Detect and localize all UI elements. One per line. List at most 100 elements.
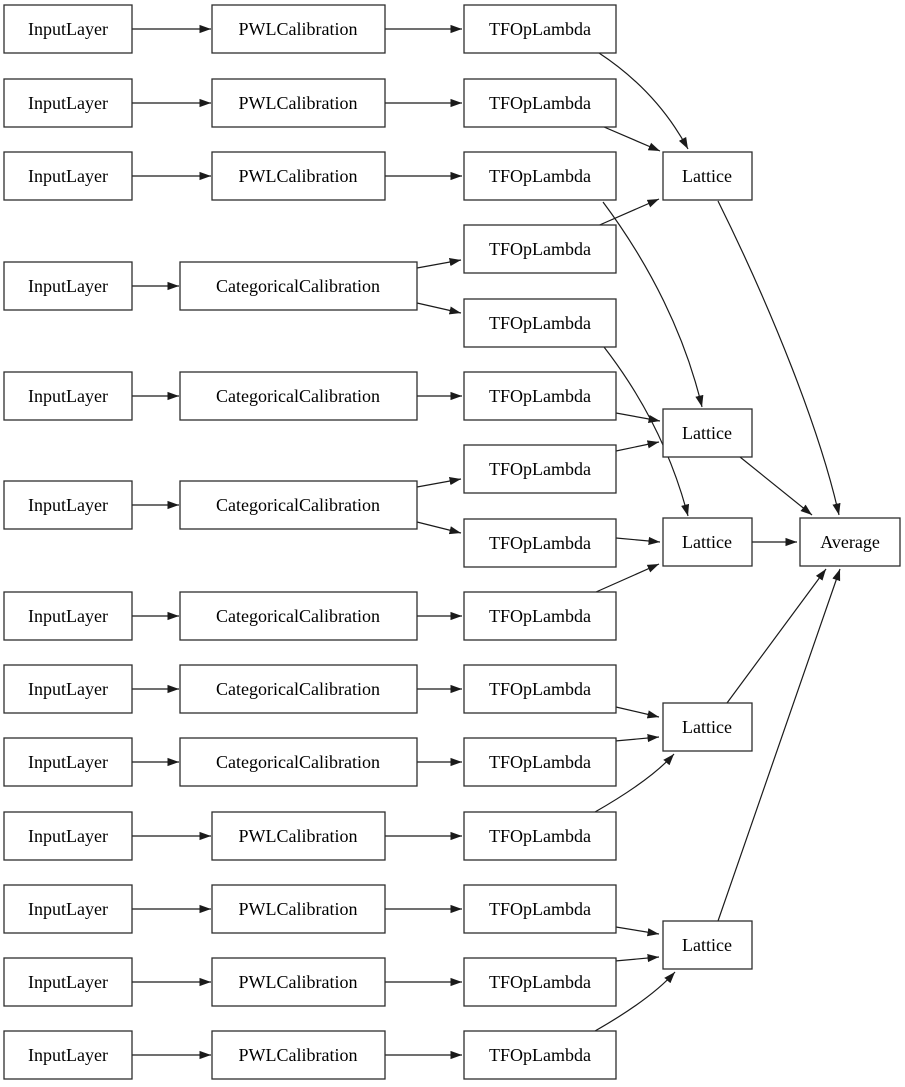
node-lattice-1: Lattice [662,151,753,201]
node-tfoplambda-4: TFOpLambda [463,224,617,274]
svg-text:TFOpLambda: TFOpLambda [489,386,591,406]
svg-text:InputLayer: InputLayer [28,972,108,992]
node-inputlayer-12: InputLayer [3,957,133,1007]
node-inputlayer-5: InputLayer [3,371,133,421]
node-inputlayer-10: InputLayer [3,811,133,861]
svg-text:Lattice: Lattice [682,166,732,186]
edge-lattice2-average [739,456,813,516]
node-pwlcalibration-5: PWLCalibration [211,884,386,934]
node-lattice-4: Lattice [662,702,753,752]
svg-text:InputLayer: InputLayer [28,752,108,772]
edge-lattice1-average [717,200,841,516]
node-inputlayer-4: InputLayer [3,261,133,311]
edge-lambda12-lattice4 [594,753,675,813]
svg-text:TFOpLambda: TFOpLambda [489,899,591,919]
svg-text:CategoricalCalibration: CategoricalCalibration [216,679,380,699]
node-categoricalcalibration-6: CategoricalCalibration [179,737,418,787]
node-tfoplambda-6: TFOpLambda [463,371,617,421]
svg-text:Average: Average [820,532,880,552]
edge-cat3-lambda7 [416,477,462,488]
node-tfoplambda-11: TFOpLambda [463,737,617,787]
edge-lambda14-lattice5 [614,953,660,963]
svg-text:TFOpLambda: TFOpLambda [489,972,591,992]
node-categoricalcalibration-3: CategoricalCalibration [179,480,418,530]
node-inputlayer-8: InputLayer [3,664,133,714]
svg-text:InputLayer: InputLayer [28,166,108,186]
svg-text:TFOpLambda: TFOpLambda [489,826,591,846]
svg-text:TFOpLambda: TFOpLambda [489,166,591,186]
edge-lambda7-lattice2 [615,440,660,452]
node-pwlcalibration-2: PWLCalibration [211,78,386,128]
node-pwlcalibration-1: PWLCalibration [211,4,386,54]
node-average: Average [799,517,901,567]
svg-text:TFOpLambda: TFOpLambda [489,679,591,699]
node-inputlayer-9: InputLayer [3,737,133,787]
svg-text:PWLCalibration: PWLCalibration [239,826,358,846]
edge-lattice4-average [726,568,827,704]
node-lattice-2: Lattice [662,408,753,458]
svg-text:Lattice: Lattice [682,532,732,552]
node-tfoplambda-7: TFOpLambda [463,444,617,494]
node-inputlayer-11: InputLayer [3,884,133,934]
node-tfoplambda-3: TFOpLambda [463,151,617,201]
svg-text:CategoricalCalibration: CategoricalCalibration [216,386,380,406]
edge-lambda1-lattice1 [598,52,689,150]
node-inputlayer-3: InputLayer [3,151,133,201]
svg-text:TFOpLambda: TFOpLambda [489,459,591,479]
svg-text:Lattice: Lattice [682,935,732,955]
edge-lambda9-lattice3 [595,563,660,593]
svg-text:InputLayer: InputLayer [28,19,108,39]
svg-text:TFOpLambda: TFOpLambda [489,533,591,553]
svg-text:TFOpLambda: TFOpLambda [489,606,591,626]
svg-text:Lattice: Lattice [682,717,732,737]
node-tfoplambda-10: TFOpLambda [463,664,617,714]
svg-text:TFOpLambda: TFOpLambda [489,93,591,113]
node-tfoplambda-9: TFOpLambda [463,591,617,641]
edge-lambda2-lattice1 [603,126,661,152]
edge-lambda15-lattice5 [594,971,676,1032]
node-inputlayer-7: InputLayer [3,591,133,641]
node-categoricalcalibration-5: CategoricalCalibration [179,664,418,714]
svg-text:PWLCalibration: PWLCalibration [239,972,358,992]
node-pwlcalibration-7: PWLCalibration [211,1030,386,1080]
edge-lambda13-lattice5 [615,926,660,937]
svg-text:CategoricalCalibration: CategoricalCalibration [216,495,380,515]
svg-text:InputLayer: InputLayer [28,93,108,113]
svg-text:InputLayer: InputLayer [28,1045,108,1065]
node-inputlayer-13: InputLayer [3,1030,133,1080]
edge-lambda6-lattice2 [615,412,661,423]
svg-text:PWLCalibration: PWLCalibration [239,899,358,919]
edge-lambda3-lattice2 [602,201,704,408]
svg-text:PWLCalibration: PWLCalibration [239,166,358,186]
node-pwlcalibration-6: PWLCalibration [211,957,386,1007]
svg-text:TFOpLambda: TFOpLambda [489,313,591,333]
svg-text:InputLayer: InputLayer [28,606,108,626]
svg-text:CategoricalCalibration: CategoricalCalibration [216,276,380,296]
svg-text:PWLCalibration: PWLCalibration [239,1045,358,1065]
edge-lambda10-lattice4 [615,706,660,719]
svg-text:CategoricalCalibration: CategoricalCalibration [216,752,380,772]
svg-text:CategoricalCalibration: CategoricalCalibration [216,606,380,626]
edge-cat1-lambda5 [416,302,462,315]
node-tfoplambda-13: TFOpLambda [463,884,617,934]
node-lattice-5: Lattice [662,920,753,970]
node-tfoplambda-1: TFOpLambda [463,4,617,54]
svg-text:InputLayer: InputLayer [28,495,108,515]
svg-text:InputLayer: InputLayer [28,826,108,846]
edge-lambda11-lattice4 [614,733,660,743]
svg-text:InputLayer: InputLayer [28,276,108,296]
node-tfoplambda-2: TFOpLambda [463,78,617,128]
node-categoricalcalibration-4: CategoricalCalibration [179,591,418,641]
svg-text:TFOpLambda: TFOpLambda [489,239,591,259]
svg-text:PWLCalibration: PWLCalibration [239,19,358,39]
node-lattice-3: Lattice [662,517,753,567]
svg-text:TFOpLambda: TFOpLambda [489,752,591,772]
edge-cat1-lambda4 [416,258,462,269]
node-tfoplambda-12: TFOpLambda [463,811,617,861]
node-inputlayer-1: InputLayer [3,4,133,54]
node-categoricalcalibration-1: CategoricalCalibration [179,261,418,311]
node-tfoplambda-15: TFOpLambda [463,1030,617,1080]
edge-lambda4-lattice1 [594,198,660,228]
